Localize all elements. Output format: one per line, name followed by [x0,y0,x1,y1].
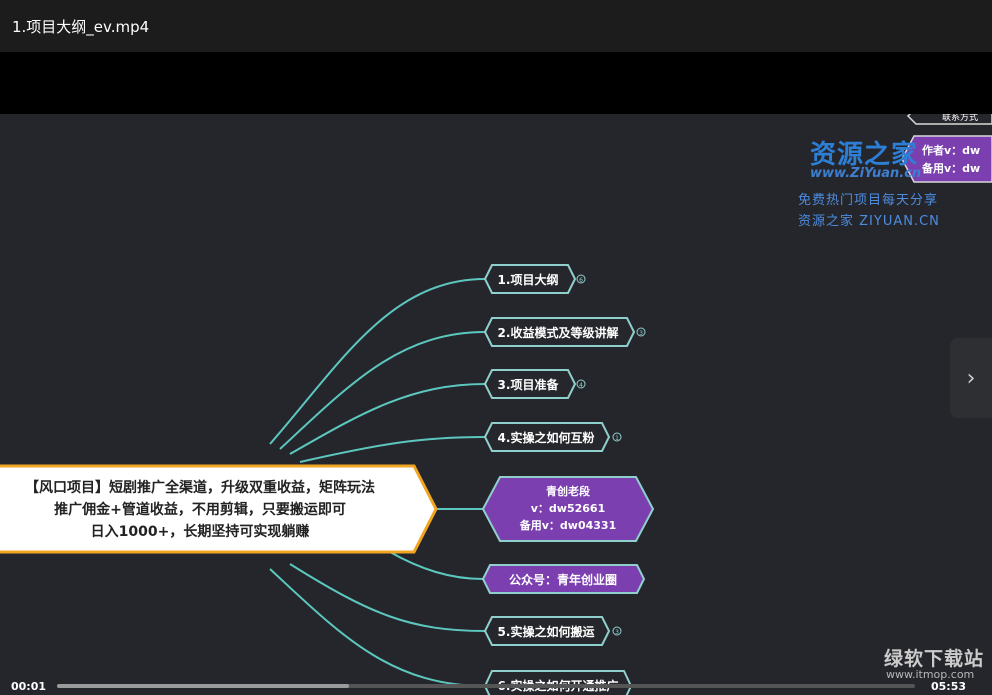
root-line-1: 【风口项目】短剧推广全渠道，升级双重收益，矩阵玩法 [25,479,375,496]
site-watermark-url: www.itmop.com [886,668,975,681]
site-watermark-name: 绿软下载站 [884,648,985,670]
chevron-right-icon: › [966,365,976,391]
wechat-public-node[interactable]: 公众号：青年创业圈 [481,564,646,594]
corner-top-label: 联系方式 [942,114,978,123]
mindmap-canvas: 1.项目大纲 6 2.收益模式及等级讲解 3 3.项目准备 4 4.实操之如何互… [0,114,992,695]
watermark-url: www.ZiYuan.cn [810,166,922,181]
branch-badge: 3 [615,629,619,636]
branch-node-3[interactable]: 3.项目准备 4 [483,369,586,399]
branch-badge: 3 [639,330,643,337]
branch-node-4[interactable]: 4.实操之如何互粉 1 [483,422,622,452]
contact-name: 青创老段 [546,484,590,498]
branch-badge: 4 [579,382,583,389]
next-video-button[interactable]: › [950,338,992,418]
window-title: 1.项目大纲_ev.mp4 [12,17,150,36]
duration-time: 05:53 [931,680,967,693]
watermark-line-2: 资源之家 ZIYUAN.CN [798,214,940,229]
branch-label: 3.项目准备 [498,377,560,392]
video-frame[interactable]: 1.项目大纲 6 2.收益模式及等级讲解 3 3.项目准备 4 4.实操之如何互… [0,114,992,695]
branch-node-1[interactable]: 1.项目大纲 6 [483,264,586,294]
video-letterbox-top [0,52,992,114]
root-line-2: 推广佣金+管道收益，不用剪辑，只要搬运即可 [54,501,346,518]
connectors [269,278,486,687]
contact-backup-wechat: 备用v：dw04331 [519,518,616,532]
branch-node-2[interactable]: 2.收益模式及等级讲解 3 [483,317,646,347]
title-bar: 1.项目大纲_ev.mp4 [0,0,992,52]
root-node[interactable]: 【风口项目】短剧推广全渠道，升级双重收益，矩阵玩法 推广佣金+管道收益，不用剪辑… [0,464,438,554]
branch-badge: 1 [615,435,619,442]
branch-label: 4.实操之如何互粉 [498,430,595,445]
branch-label: 1.项目大纲 [498,272,559,287]
player-controls: 00:01 05:53 [0,675,992,695]
corner-line-1: 作者v：dw [922,143,980,157]
branch-label: 5.实操之如何搬运 [498,624,595,639]
buffered-fill [57,684,349,688]
root-line-3: 日入1000+，长期坚持可实现躺赚 [91,523,310,540]
current-time: 00:01 [11,680,47,693]
branch-badge: 6 [579,277,583,284]
corner-contact-partial: 联系方式 作者v：dw 备用v：dw [901,114,992,183]
watermark-line-1: 免费热门项目每天分享 [798,193,939,208]
branch-label: 2.收益模式及等级讲解 [498,325,619,340]
contact-wechat: v：dw52661 [531,502,605,515]
progress-bar[interactable] [57,684,915,688]
corner-line-2: 备用v：dw [921,161,980,175]
branch-node-5[interactable]: 5.实操之如何搬运 3 [483,616,622,646]
watermark-brand: 资源之家 [810,140,919,170]
wechat-public-label: 公众号：青年创业圈 [509,572,617,587]
contact-card[interactable]: 青创老段 v：dw52661 备用v：dw04331 [481,476,655,542]
